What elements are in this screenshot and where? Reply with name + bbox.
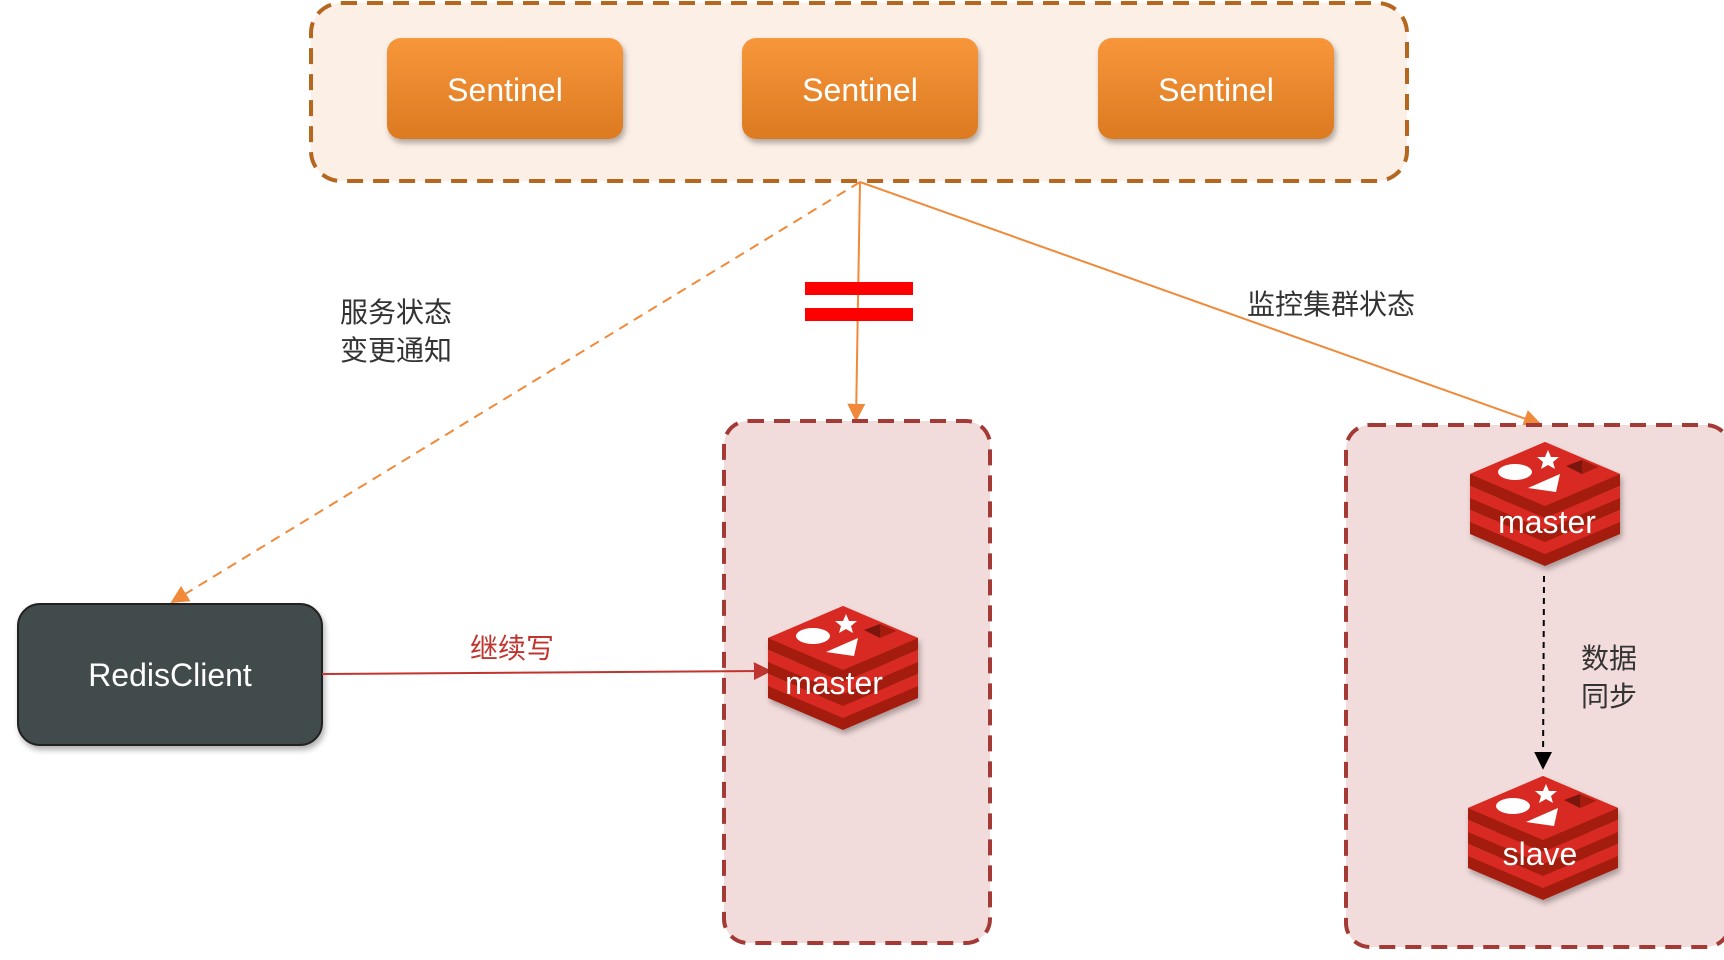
sentinel-node-2-label: Sentinel <box>802 72 918 108</box>
notify-label-line1: 服务状态 <box>340 296 452 329</box>
monitor-label: 监控集群状态 <box>1247 288 1415 321</box>
sentinel-node-3[interactable]: Sentinel <box>1098 38 1334 139</box>
cluster-group <box>1344 423 1724 949</box>
sync-label-line2: 同步 <box>1581 680 1637 713</box>
sentinel-node-1-label: Sentinel <box>447 72 563 108</box>
cluster-slave-node[interactable]: slave <box>1468 776 1618 900</box>
monitor-cluster-edge <box>859 181 1542 428</box>
notify-edge <box>170 181 861 603</box>
sentinel-node-3-label: Sentinel <box>1158 72 1274 108</box>
isolated-master-label: master <box>785 665 883 701</box>
cluster-master-label: master <box>1498 504 1596 540</box>
notify-label-line2: 变更通知 <box>340 334 452 367</box>
partition-mark <box>805 282 913 321</box>
redis-client-label: RedisClient <box>88 657 252 693</box>
cluster-master-node[interactable]: master <box>1470 442 1620 566</box>
monitor-isolated-edge <box>847 181 866 422</box>
sync-label-line1: 数据 <box>1581 642 1637 675</box>
write-label: 继续写 <box>470 632 554 665</box>
write-edge <box>321 662 772 681</box>
sentinel-node-2[interactable]: Sentinel <box>742 38 978 139</box>
cluster-slave-label: slave <box>1503 836 1578 872</box>
redis-client-node[interactable]: RedisClient <box>17 603 323 746</box>
isolated-master-node[interactable]: master <box>768 606 918 730</box>
sentinel-node-1[interactable]: Sentinel <box>387 38 623 139</box>
